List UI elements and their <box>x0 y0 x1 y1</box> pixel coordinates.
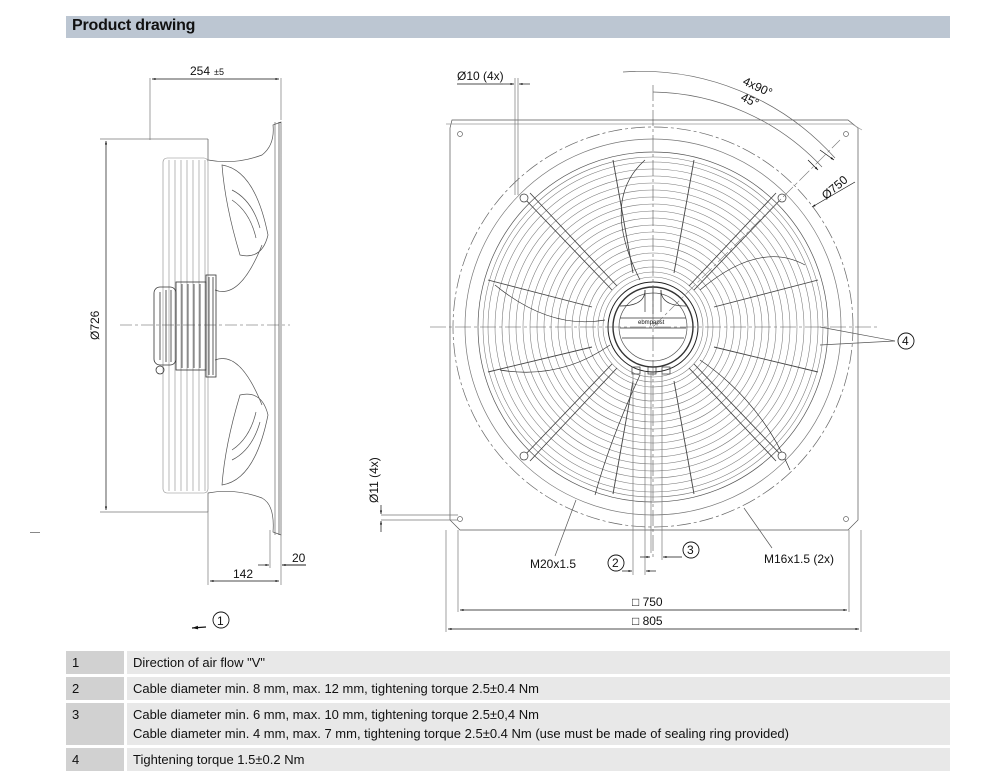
dim-254-label: 254 <box>190 64 210 78</box>
legend-number: 1 <box>66 651 127 674</box>
legend-text: Cable diameter min. 8 mm, max. 12 mm, ti… <box>127 677 950 700</box>
legend-line: Cable diameter min. 8 mm, max. 12 mm, ti… <box>133 681 539 696</box>
legend-table: 1 Direction of air flow "V" 2 Cable diam… <box>66 648 950 774</box>
dim-square-805-label: □ 805 <box>632 614 663 628</box>
callout-3-label: 3 <box>687 543 694 557</box>
brand-logo: ebmpapst <box>638 320 665 326</box>
legend-row: 3 Cable diameter min. 6 mm, max. 10 mm, … <box>66 703 950 745</box>
strut-bolts <box>519 193 787 461</box>
section-title: Product drawing <box>72 17 196 34</box>
dim-square-750-label: □ 750 <box>632 595 663 609</box>
callout-1-label: 1 <box>217 614 224 628</box>
arc-4x90 <box>622 71 836 159</box>
dim-142-label: 142 <box>233 567 253 581</box>
front-view <box>379 71 915 632</box>
legend-text: Cable diameter min. 6 mm, max. 10 mm, ti… <box>127 703 950 745</box>
legend-number: 3 <box>66 703 127 745</box>
callout-2-label: 2 <box>612 556 619 570</box>
guard-struts <box>487 159 819 495</box>
callout-3-circle <box>682 541 700 559</box>
section-header: Product drawing <box>66 16 950 38</box>
product-drawing: 254 ±5 Ø726 142 20 1 <box>88 64 915 632</box>
legend-text: Tightening torque 1.5±0.2 Nm <box>127 748 950 771</box>
m20-label: M20x1.5 <box>530 557 576 571</box>
arc-45 <box>652 91 823 168</box>
legend-line: Tightening torque 1.5±0.2 Nm <box>133 752 305 767</box>
mounting-plate <box>449 119 859 531</box>
legend-line: Cable diameter min. 4 mm, max. 7 mm, tig… <box>133 726 789 741</box>
legend-row: 4 Tightening torque 1.5±0.2 Nm <box>66 748 950 771</box>
legend-row: 2 Cable diameter min. 8 mm, max. 12 mm, … <box>66 677 950 700</box>
callout-2-circle <box>607 554 625 572</box>
margin-mark <box>30 532 40 533</box>
callout-4-circle <box>897 332 915 350</box>
legend-number: 2 <box>66 677 127 700</box>
dim-726-label: Ø726 <box>88 310 102 340</box>
dim-20-label: 20 <box>292 551 306 565</box>
m16-label: M16x1.5 (2x) <box>764 552 834 566</box>
legend-row: 1 Direction of air flow "V" <box>66 651 950 674</box>
callout-1-circle <box>212 611 230 629</box>
dim-254-tolerance: ±5 <box>214 67 224 77</box>
dim-hole-top-label: Ø10 (4x) <box>457 69 504 83</box>
side-view <box>100 77 306 630</box>
legend-line: Direction of air flow "V" <box>133 655 266 670</box>
legend-number: 4 <box>66 748 127 771</box>
callout-4-label: 4 <box>902 334 909 348</box>
legend-text: Direction of air flow "V" <box>127 651 950 674</box>
legend-line: Cable diameter min. 6 mm, max. 10 mm, ti… <box>133 707 539 722</box>
corner-holes <box>457 131 849 522</box>
dim-hole-side-label: Ø11 (4x) <box>367 457 381 503</box>
